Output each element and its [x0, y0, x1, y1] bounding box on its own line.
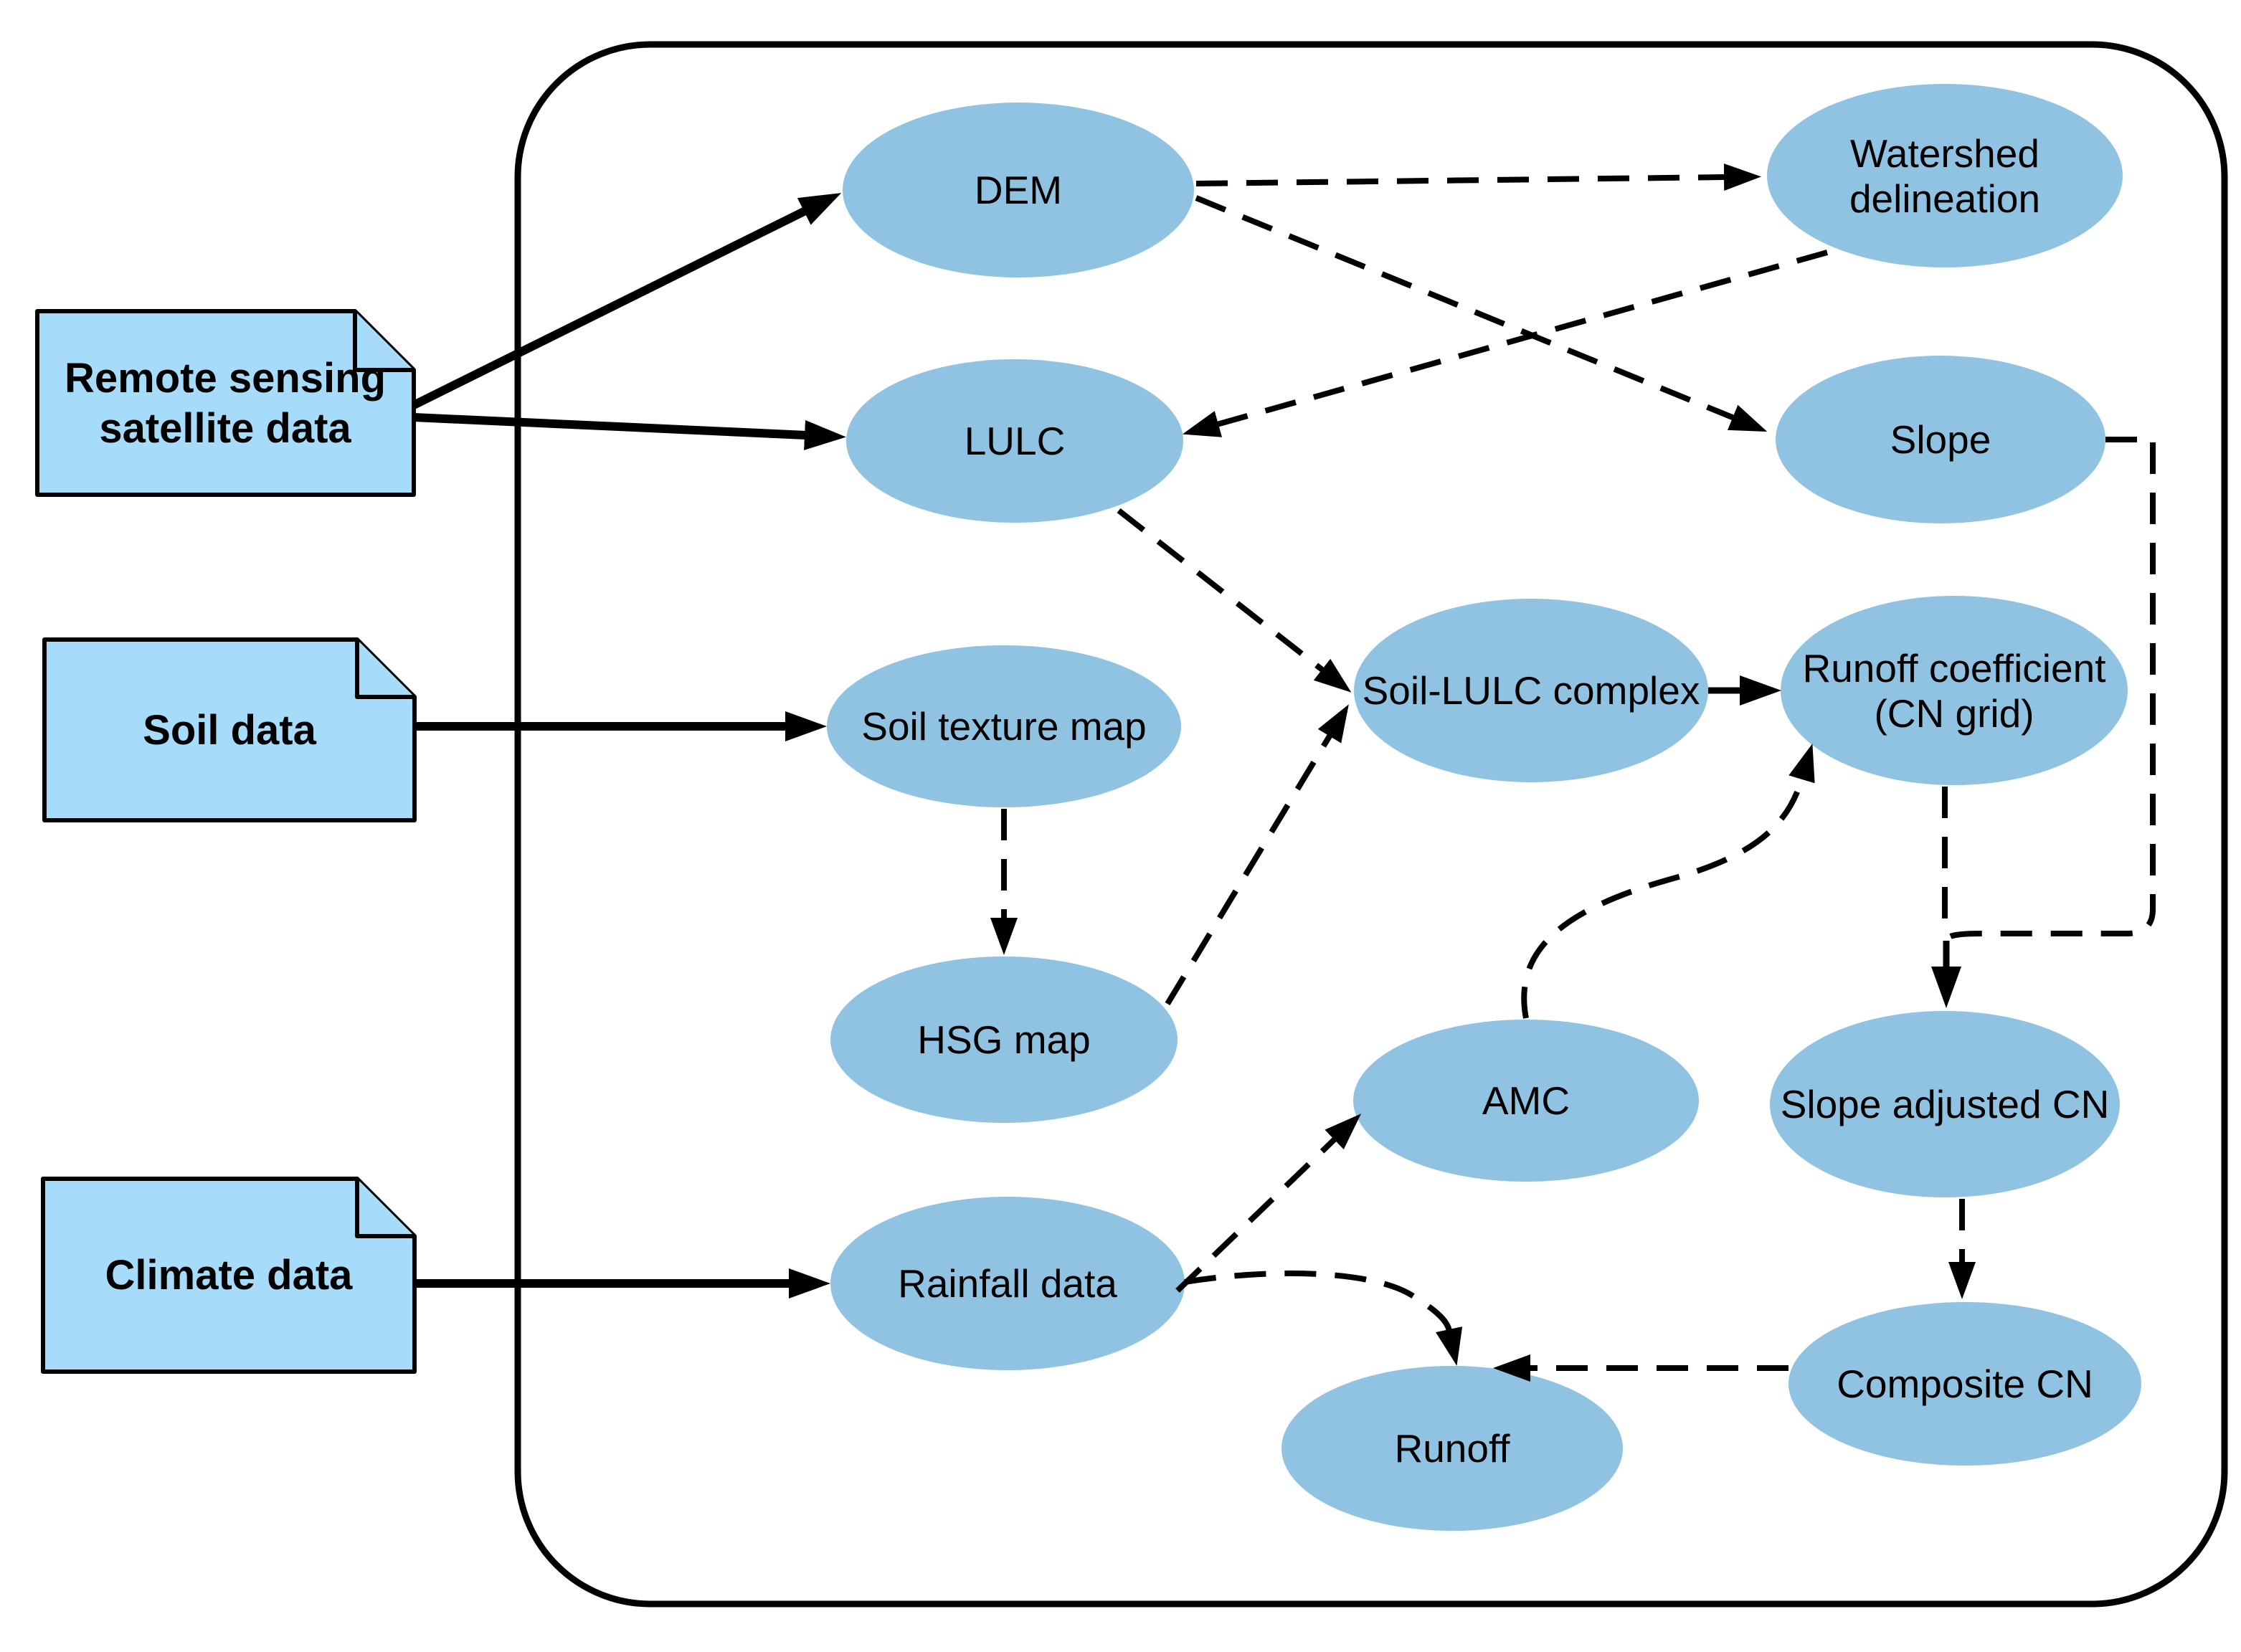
node-hsg-map: HSG map: [830, 956, 1178, 1123]
edge-remote-to-dem: [412, 193, 842, 409]
source-label: Soil data: [143, 707, 316, 754]
folded-corner: [355, 640, 414, 699]
node-label: HSG map: [917, 1017, 1090, 1062]
source-climate-data: Climate data: [41, 1177, 417, 1374]
node-label: DEM: [975, 168, 1062, 212]
node-composite-cn: Composite CN: [1788, 1302, 2141, 1466]
node-label: Runoff: [1394, 1426, 1510, 1471]
node-label: LULC: [965, 419, 1066, 463]
edge-dem-to-watershed: [1195, 163, 1761, 191]
node-amc: AMC: [1353, 1020, 1699, 1182]
process-boundary-box: [514, 41, 2228, 1608]
edge-hsg-to-soil-lulc: [1165, 704, 1349, 1006]
source-label: Climate data: [105, 1252, 354, 1299]
node-label-line2: (CN grid): [1874, 691, 2034, 736]
node-watershed-delineation: Watershed delineation: [1767, 84, 2123, 267]
node-label: Composite CN: [1837, 1362, 2093, 1406]
edge-rainfall-to-amc: [1175, 1114, 1362, 1293]
node-label: Soil-LULC complex: [1363, 668, 1700, 713]
edge-lulc-to-soil-lulc: [1117, 508, 1352, 693]
source-label-line1: Remote sensing: [65, 355, 386, 402]
node-label: Soil texture map: [861, 704, 1146, 749]
node-label: Slope adjusted CN: [1781, 1082, 2110, 1126]
node-lulc: LULC: [846, 359, 1183, 523]
edge-remote-to-lulc: [413, 413, 846, 450]
document-shape: [35, 309, 416, 497]
node-rainfall-data: Rainfall data: [830, 1197, 1185, 1370]
edge-rainfall-to-runoff: [1184, 1270, 1463, 1366]
node-label-line1: Watershed: [1850, 131, 2039, 176]
source-label-line2: satellite data: [99, 405, 351, 452]
node-dem: DEM: [843, 103, 1194, 277]
folded-corner: [355, 1179, 414, 1238]
node-soil-lulc-complex: Soil-LULC complex: [1354, 599, 1708, 782]
node-soil-texture-map: Soil texture map: [827, 645, 1181, 807]
edge-amc-to-runoff-coeff: [1521, 744, 1815, 1019]
document-shape: [42, 637, 417, 822]
node-label-line2: delineation: [1849, 176, 2040, 221]
edge-dem-to-slope: [1195, 195, 1768, 432]
edge-slope-routing: [1945, 437, 2156, 941]
node-runoff: Runoff: [1281, 1366, 1623, 1531]
edge-watershed-to-lulc: [1182, 250, 1829, 437]
folded-corner: [353, 311, 414, 372]
source-soil-data: Soil data: [42, 637, 417, 822]
node-label-line1: Runoff coefficient: [1803, 646, 2106, 690]
node-label: Rainfall data: [898, 1261, 1117, 1306]
node-slope-adjusted-cn: Slope adjusted CN: [1770, 1011, 2120, 1197]
node-slope: Slope: [1776, 356, 2105, 523]
document-shape: [41, 1177, 417, 1374]
node-label: Slope: [1890, 417, 1991, 462]
node-label: AMC: [1482, 1078, 1570, 1123]
node-runoff-coefficient: Runoff coefficient (CN grid): [1781, 596, 2128, 785]
source-remote-sensing: Remote sensing satellite data: [35, 309, 416, 497]
